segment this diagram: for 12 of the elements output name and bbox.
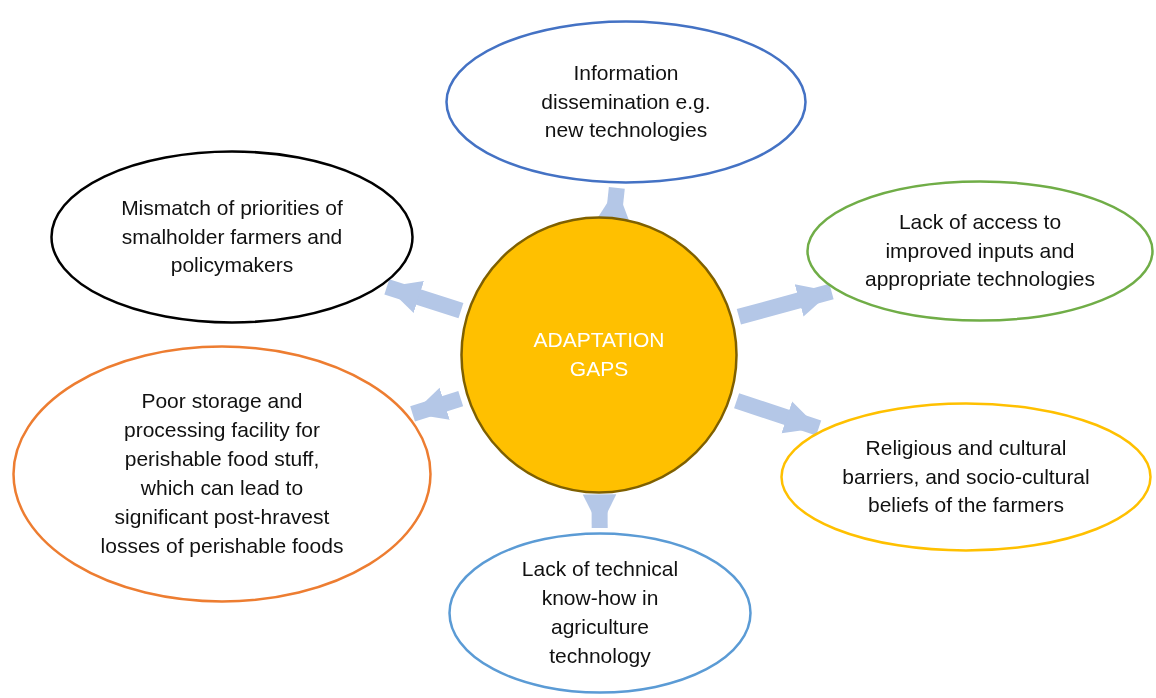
node-text: ADAPTATION GAPS: [532, 327, 666, 382]
node-text: Lack of access to improved inputs and appropriate technologies: [864, 208, 1096, 293]
block-arrow: [410, 387, 464, 422]
block-arrow: [384, 279, 464, 319]
node-text: Lack of technical know-how in agriculture technology: [520, 556, 680, 669]
block-arrow: [734, 393, 822, 436]
block-arrow: [736, 283, 834, 325]
node-text: Mismatch of priorities of smalholder farmers and policymakers: [120, 194, 344, 279]
block-arrow: [582, 494, 617, 529]
node-text: Information dissemination e.g. new technologies: [540, 59, 712, 144]
node-text: Religious and cultural barriers, and socio-cultural beliefs of the farmers: [841, 434, 1091, 519]
node-text: Poor storage and processing facility for perishable food stuff, which can lead to significant post-hravest losses of perishable foods: [99, 388, 345, 559]
